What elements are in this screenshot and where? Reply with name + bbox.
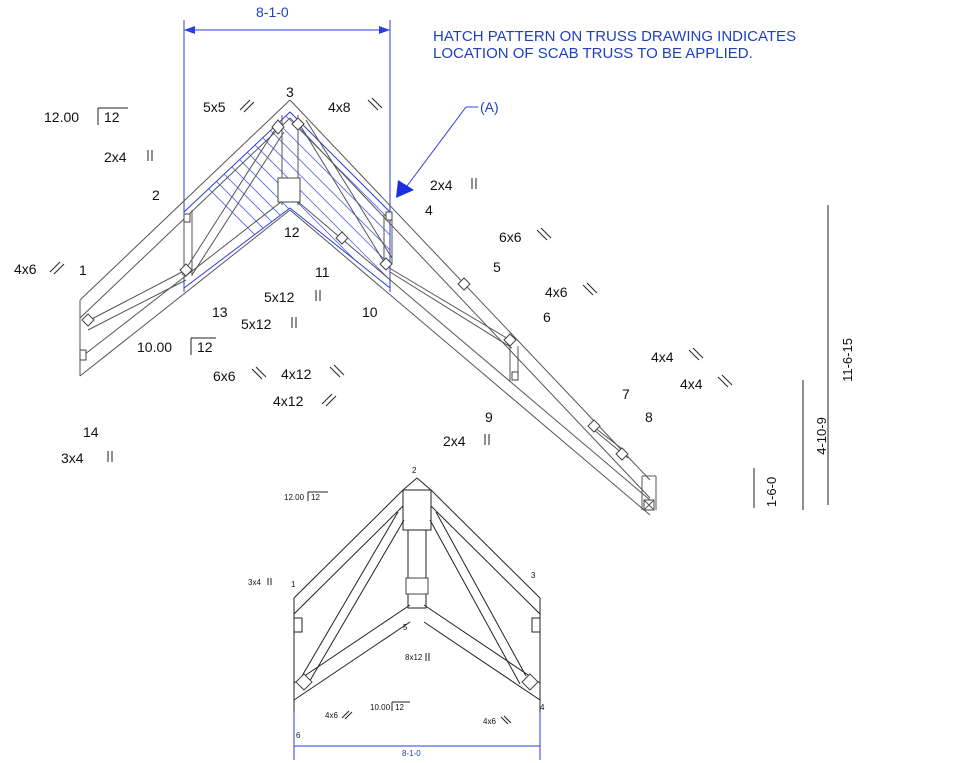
plate-label-5x12-a: 5x12 [264, 289, 295, 305]
plate-label-4x4-b: 4x4 [680, 376, 703, 392]
scab-bottom-pitch-base: 12 [395, 703, 404, 712]
height-dim-overall: 11-6-15 [840, 338, 855, 382]
plate-label-2x4-b: 2x4 [430, 177, 453, 193]
note-line-1: HATCH PATTERN ON TRUSS DRAWING INDICATES [433, 28, 796, 45]
scab-truss-members [293, 477, 541, 712]
dimension-arrow-left [184, 26, 195, 34]
scab-joint-5: 5 [403, 623, 408, 632]
joint-14: 14 [83, 424, 99, 440]
scab-top-pitch-base: 12 [311, 493, 320, 502]
scab-joint-1: 1 [291, 580, 296, 589]
main-truss-plates [79, 117, 655, 511]
height-dim-middle: 4-10-9 [814, 417, 829, 455]
plate-label-5x12-b: 5x12 [241, 316, 272, 332]
plate-label-4x6-right: 4x6 [545, 284, 568, 300]
top-pitch-value: 12.00 [44, 109, 79, 125]
joint-6: 6 [543, 309, 551, 325]
joint-7: 7 [622, 386, 630, 402]
joint-5: 5 [493, 259, 501, 275]
callout-label: (A) [480, 99, 499, 115]
note-line-2: LOCATION OF SCAB TRUSS TO BE APPLIED. [433, 45, 753, 62]
plate-label-6x6-left: 6x6 [213, 368, 236, 384]
scab-hatch-region [183, 111, 391, 290]
joint-10: 10 [362, 304, 378, 320]
callout-leader-diagonal [403, 106, 467, 191]
scab-joint-6: 6 [296, 731, 301, 740]
scab-joint-3: 3 [531, 571, 536, 580]
joint-4: 4 [425, 202, 433, 218]
bottom-pitch-value: 10.00 [137, 339, 172, 355]
plate-label-4x6-left: 4x6 [14, 261, 37, 277]
plate-label-2x4-c: 2x4 [443, 433, 466, 449]
scab-plate-4x6-left: 4x6 [325, 711, 338, 720]
height-dim-heel: 1-6-0 [764, 477, 779, 507]
joint-12: 12 [284, 224, 300, 240]
joint-2: 2 [152, 187, 160, 203]
scab-plate-3x4: 3x4 [248, 578, 261, 587]
callout-arrowhead [396, 180, 414, 198]
height-dimensions: 11-6-15 4-10-9 1-6-0 [753, 205, 855, 510]
bottom-pitch-base: 12 [197, 339, 213, 355]
plate-label-4x12-a: 4x12 [281, 366, 312, 382]
plate-label-6x6-right: 6x6 [499, 229, 522, 245]
scab-plate-8x12: 8x12 [405, 653, 423, 662]
plate-label-2x4-a: 2x4 [104, 149, 127, 165]
joint-9: 9 [485, 409, 493, 425]
dimension-arrow-right [379, 26, 390, 34]
joint-11: 11 [315, 264, 330, 280]
top-dimension-label: 8-1-0 [256, 4, 289, 20]
scab-joint-2: 2 [412, 466, 417, 475]
scab-plate-4x6-right: 4x6 [483, 717, 496, 726]
joint-3: 3 [286, 84, 294, 100]
scab-bottom-pitch-value: 10.00 [370, 703, 391, 712]
plate-label-5x5: 5x5 [203, 99, 226, 115]
top-pitch-base: 12 [104, 109, 120, 125]
scab-joint-4: 4 [540, 703, 545, 712]
plate-label-4x4-a: 4x4 [651, 349, 674, 365]
joint-1: 1 [79, 262, 87, 278]
plate-label-4x8: 4x8 [328, 99, 351, 115]
plate-label-4x12-b: 4x12 [273, 393, 304, 409]
scab-top-pitch-value: 12.00 [284, 493, 305, 502]
plate-label-3x4: 3x4 [61, 450, 84, 466]
joint-13: 13 [212, 304, 228, 320]
joint-8: 8 [645, 409, 653, 425]
scab-bottom-dimension-label: 8-1-0 [402, 749, 421, 758]
